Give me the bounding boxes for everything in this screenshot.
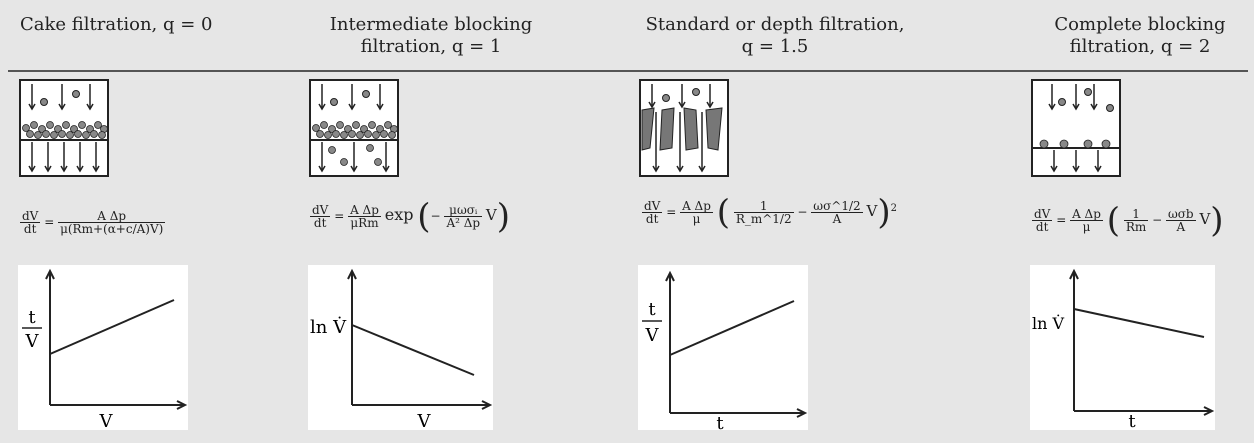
title-cake-filtration: Cake filtration, q = 0 (20, 14, 213, 35)
header-divider (8, 70, 1248, 72)
x-axis-arrow (481, 400, 493, 410)
title-standard-filtration: Standard or depth filtration, q = 1.5 (645, 14, 905, 57)
title-complete-blocking: Complete blocking filtration, q = 2 (1054, 14, 1226, 57)
complete-blocking-schematic (1031, 79, 1121, 177)
trend-line (1073, 308, 1205, 338)
intermediate-blocking-schematic (309, 79, 399, 177)
y-label-top: t (28, 307, 36, 328)
x-label: V (417, 411, 432, 430)
trend-line (49, 299, 175, 355)
y-label-top: t (648, 299, 656, 320)
plot-intermediate: ln V̇ V (308, 265, 493, 430)
plot-complete: ln V̇ t (1030, 265, 1215, 430)
x-label: t (1128, 411, 1136, 430)
x-label: V (99, 411, 114, 430)
x-label: t (716, 413, 724, 430)
x-axis-arrow (796, 408, 808, 418)
x-axis-arrow (1203, 406, 1215, 416)
y-label: ln V̇ (1032, 314, 1065, 333)
y-axis-arrow (665, 270, 675, 282)
y-label: ln V̇ (310, 316, 347, 338)
plot-cake: t V V (18, 265, 188, 430)
y-axis-arrow (1069, 268, 1079, 280)
y-label-bottom: V (645, 325, 660, 346)
x-axis-arrow (176, 400, 188, 410)
y-axis-arrow (45, 268, 55, 280)
standard-filtration-schematic (639, 79, 729, 177)
plot-standard: t V t (638, 265, 808, 430)
title-intermediate-blocking: Intermediate blocking filtration, q = 1 (329, 14, 533, 57)
y-axis-arrow (347, 268, 357, 280)
trend-line (669, 300, 795, 356)
trend-line (351, 324, 475, 376)
y-label-bottom: V (25, 331, 40, 352)
cake-filtration-schematic (19, 79, 109, 177)
